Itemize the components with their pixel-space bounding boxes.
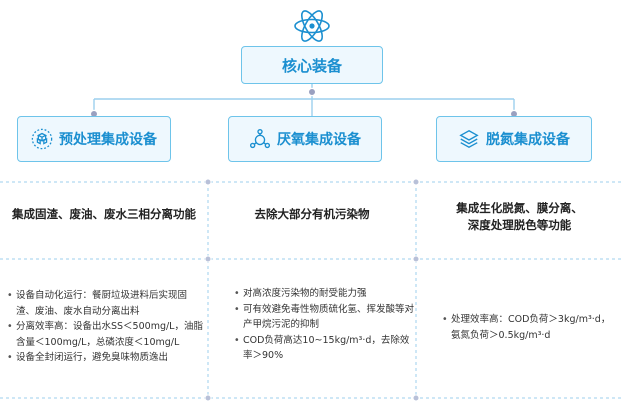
pretreatment-box: 预处理集成设备 [17, 116, 171, 162]
detail-item: 设备自动化运行：餐厨垃圾进料后实现固渣、废油、废水自动分离出料 [7, 288, 203, 319]
detail-item: 处理效率高：COD负荷＞3kg/m³·d，氨氮负荷＞0.5kg/m³·d [442, 312, 618, 343]
anaerobic-box: 厌氧集成设备 [228, 116, 382, 162]
denitrification-summary: 集成生化脱氮、膜分离、 深度处理脱色等功能 [416, 200, 623, 234]
pretreatment-title: 预处理集成设备 [59, 132, 157, 148]
summary-line: 集成生化脱氮、膜分离、 [456, 201, 583, 215]
atom-icon [294, 10, 330, 42]
denitrification-title: 脱氮集成设备 [486, 132, 570, 148]
layers-icon [459, 129, 479, 149]
anaerobic-title: 厌氧集成设备 [277, 132, 361, 148]
detail-item: 分离效率高：设备出水SS＜500mg/L，油脂含量＜100mg/L，总磷浓度＜1… [7, 319, 203, 350]
core-label: 核心装备 [281, 56, 342, 75]
summary-line: 深度处理脱色等功能 [467, 218, 572, 232]
molecule-icon [249, 128, 271, 149]
denitrification-box: 脱氮集成设备 [436, 116, 592, 162]
cubes-icon [31, 128, 53, 150]
anaerobic-details: 对高浓度污染物的耐受能力强 可有效避免毒性物质硫化氢、挥发酸等对产甲烷污泥的抑制… [234, 286, 414, 364]
detail-item: 设备全封闭运行，避免臭味物质逸出 [7, 350, 203, 366]
detail-item: COD负荷高达10~15kg/m³·d，去除效率＞90% [234, 333, 414, 364]
detail-item: 对高浓度污染物的耐受能力强 [234, 286, 414, 302]
anaerobic-summary: 去除大部分有机污染物 [254, 207, 370, 221]
connector-node [307, 87, 317, 97]
denitrification-details: 处理效率高：COD负荷＞3kg/m³·d，氨氮负荷＞0.5kg/m³·d [442, 312, 618, 343]
detail-item: 可有效避免毒性物质硫化氢、挥发酸等对产甲烷污泥的抑制 [234, 302, 414, 333]
pretreatment-details: 设备自动化运行：餐厨垃圾进料后实现固渣、废油、废水自动分离出料 分离效率高：设备… [7, 288, 203, 366]
core-equipment-box: 核心装备 [241, 46, 383, 84]
pretreatment-summary: 集成固渣、废油、废水三相分离功能 [12, 207, 196, 221]
